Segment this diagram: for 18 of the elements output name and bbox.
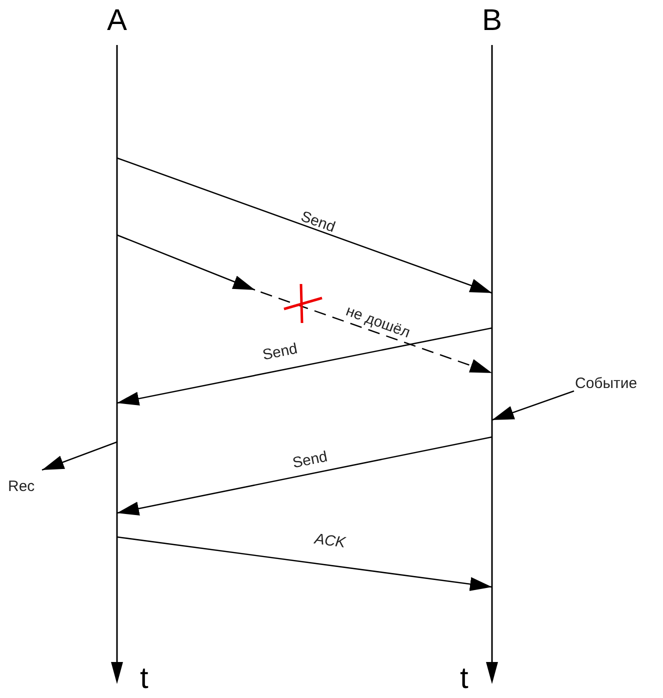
edge-label: не дошёл bbox=[344, 303, 412, 341]
arrow bbox=[116, 436, 492, 516]
arrow bbox=[116, 157, 492, 294]
edge-label: Send bbox=[298, 209, 338, 235]
edge-label: ACK bbox=[314, 532, 346, 550]
arrow bbox=[42, 441, 118, 471]
arrow bbox=[116, 536, 492, 592]
time-label: t bbox=[140, 664, 148, 694]
arrow bbox=[492, 390, 574, 421]
edge-label: Send bbox=[261, 341, 299, 363]
event-label: Rec bbox=[8, 478, 35, 497]
time-label: t bbox=[460, 664, 468, 694]
event-label: Событие bbox=[575, 375, 638, 394]
participant-label: A bbox=[106, 6, 127, 36]
arrow bbox=[116, 234, 492, 374]
participant-label: B bbox=[482, 6, 502, 36]
arrow bbox=[116, 327, 492, 406]
edge-label: Send bbox=[291, 449, 329, 471]
